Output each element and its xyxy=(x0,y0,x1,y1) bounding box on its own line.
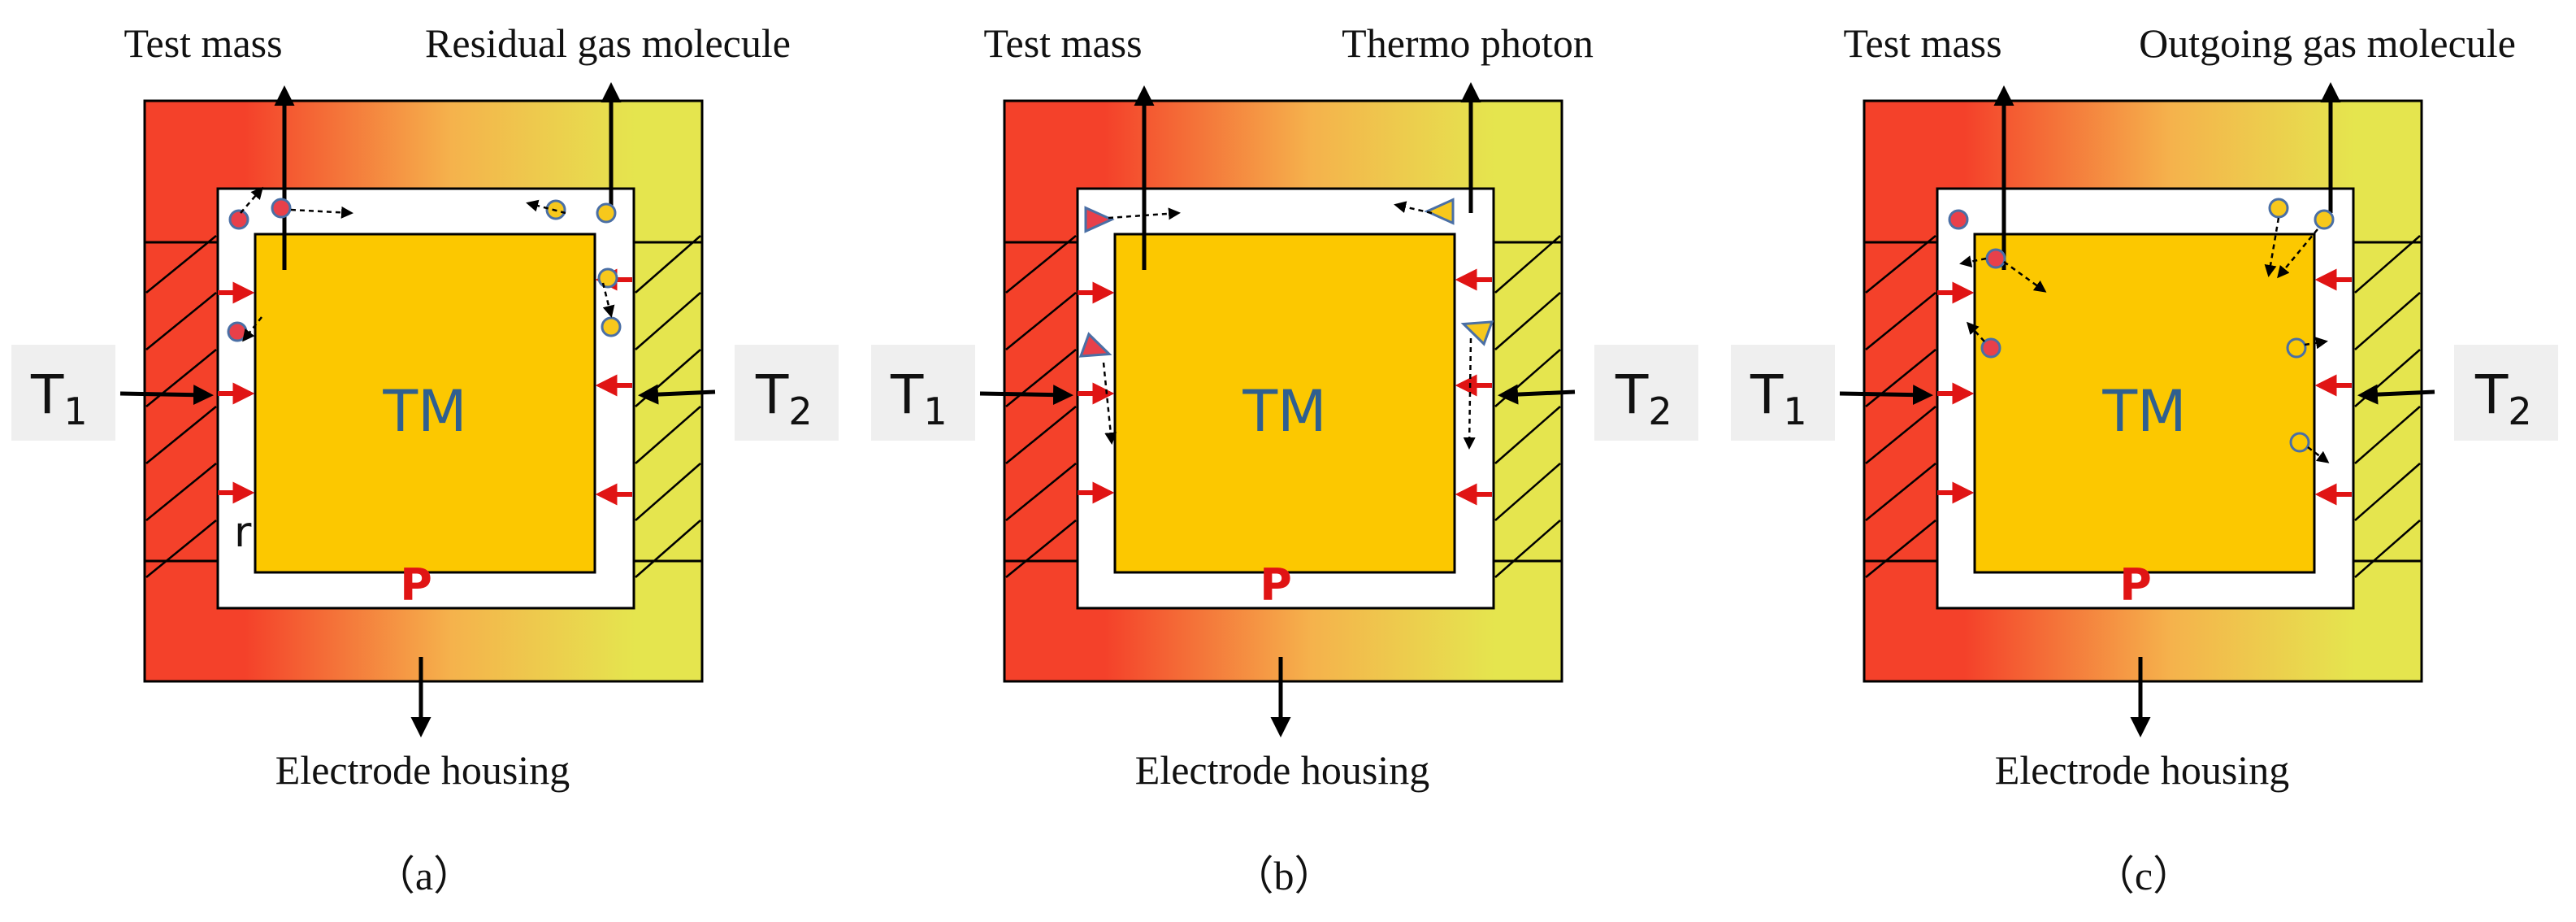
temp-left-label: T1 xyxy=(1750,363,1807,433)
thermo-photon xyxy=(1084,206,1115,233)
panel-caption: （b） xyxy=(1234,853,1335,898)
test-mass-label: TM xyxy=(382,378,466,445)
particle-trajectory-arrow xyxy=(1463,337,1476,450)
particles xyxy=(1948,198,2335,463)
outgoing-gas-molecule xyxy=(1980,337,2001,359)
particle-trajectory-arrow xyxy=(242,316,262,342)
test-mass-label: TM xyxy=(1242,378,1326,445)
electrode-housing-caption: Electrode housing xyxy=(275,747,570,793)
outgoing-gas-molecule xyxy=(2286,337,2307,359)
electrode-housing-frame xyxy=(143,99,704,683)
pressure-label: P xyxy=(1260,559,1292,611)
test-mass-caption: Test mass xyxy=(124,20,282,66)
test-mass-label: TM xyxy=(2101,378,2186,445)
gap-label-r: r xyxy=(234,508,252,557)
particle-trajectory-arrow xyxy=(1102,362,1117,445)
particle-trajectory-arrow xyxy=(1966,321,1985,342)
particle-trajectory-arrow xyxy=(1108,207,1181,220)
outgoing-gas-molecule xyxy=(1948,209,1969,230)
electrode-housing-caption: Electrode housing xyxy=(1135,747,1429,793)
test-mass-block xyxy=(1113,233,1456,574)
pressure-label: P xyxy=(2119,559,2152,611)
particle-caption: Thermo photon xyxy=(1342,20,1594,66)
residual-gas-molecule xyxy=(596,202,617,224)
temp-left-box xyxy=(1731,345,1835,441)
outgoing-gas-molecule xyxy=(2289,432,2310,453)
particle-caption: Residual gas molecule xyxy=(425,20,791,66)
pressure-label: P xyxy=(400,559,432,611)
thermo-photon xyxy=(1078,332,1112,358)
residual-gas-molecule xyxy=(227,321,248,342)
electrode-housing-caption: Electrode housing xyxy=(1995,747,2289,793)
thermo-photon xyxy=(1460,320,1494,346)
particle-trajectory-arrow xyxy=(2307,446,2330,463)
test-mass-block xyxy=(254,233,596,574)
outgoing-gas-molecule xyxy=(2314,209,2335,230)
electrode-housing-frame xyxy=(1003,99,1563,683)
particle-trajectory-arrow xyxy=(1394,201,1433,215)
temp-right-box xyxy=(735,345,839,441)
particle-trajectory-arrow xyxy=(2264,217,2280,277)
temp-left-arrow xyxy=(119,385,214,406)
panel-caption: （a） xyxy=(375,853,474,898)
temp-right-arrow xyxy=(638,384,716,405)
temp-right-label: T2 xyxy=(1615,363,1672,433)
particle-trajectory-arrow xyxy=(526,199,566,215)
particles xyxy=(227,186,622,342)
temp-left-box xyxy=(871,345,975,441)
particle-caption: Outgoing gas molecule xyxy=(2139,20,2516,66)
temp-left-label: T1 xyxy=(890,363,948,433)
electrode-hatching xyxy=(1004,235,1562,578)
pressure-arrows xyxy=(1937,268,2352,506)
outgoing-gas-molecule xyxy=(2268,198,2289,219)
electrode-hatching xyxy=(1864,235,2422,578)
test-mass-block xyxy=(1973,233,2316,574)
temp-left-arrow xyxy=(979,385,1073,406)
panel-caption: （c） xyxy=(2094,853,2193,898)
temp-right-label: T2 xyxy=(2474,363,2532,433)
thermo-photon xyxy=(1424,198,1455,225)
particle-trajectory-arrow xyxy=(290,206,353,219)
test-mass-caption: Test mass xyxy=(983,20,1142,66)
residual-gas-molecule xyxy=(228,209,249,230)
temp-right-arrow xyxy=(1498,384,1576,405)
panel-a: TM P T1 T2 Test mass Residual gas moleculeEle… xyxy=(11,20,839,898)
residual-gas-molecule xyxy=(601,316,622,337)
particle-trajectory-arrow xyxy=(240,186,263,214)
temp-left-label: T1 xyxy=(30,363,88,433)
particle-trajectory-arrow xyxy=(1959,255,1987,268)
temp-right-box xyxy=(1594,345,1698,441)
particle-trajectory-arrow xyxy=(2277,228,2318,279)
temp-left-box xyxy=(11,345,115,441)
pressure-arrows xyxy=(1078,268,1492,506)
electrode-housing-frame xyxy=(1863,99,2423,683)
test-mass-caption: Test mass xyxy=(1843,20,2001,66)
panel-c: TM P T1 T2 Test mass Outgoing gas moleculeEle… xyxy=(1731,20,2558,898)
residual-gas-molecule xyxy=(597,267,618,289)
particles xyxy=(1078,198,1494,450)
particle-trajectory-arrow xyxy=(601,282,615,318)
temp-left-arrow xyxy=(1839,385,1933,406)
temp-right-arrow xyxy=(2357,384,2435,405)
particle-trajectory-arrow xyxy=(2304,337,2328,350)
temp-right-label: T2 xyxy=(755,363,813,433)
residual-gas-molecule xyxy=(271,198,292,219)
outgoing-gas-molecule xyxy=(1985,248,2006,269)
temp-right-box xyxy=(2454,345,2558,441)
